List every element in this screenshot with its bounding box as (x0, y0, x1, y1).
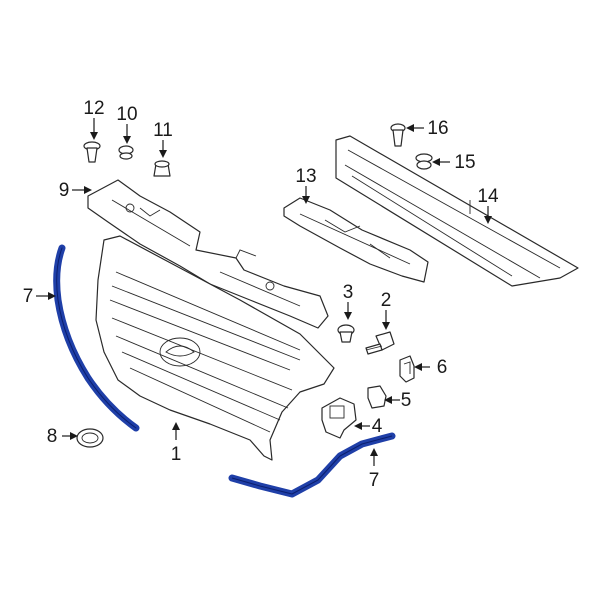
callout-13: 13 (295, 166, 316, 187)
callout-labels: 12 10 11 9 7 8 1 13 16 15 14 3 2 6 5 4 7 (23, 98, 499, 491)
part-7-lower-trim[interactable] (228, 432, 396, 498)
part-8-emblem[interactable] (76, 428, 104, 448)
part-14-upper-panel[interactable] (335, 135, 579, 287)
part-16-push-clip[interactable] (390, 123, 406, 147)
callout-14: 14 (477, 186, 499, 207)
part-5-clip[interactable] (367, 385, 387, 409)
part-9-support-bracket[interactable] (87, 179, 329, 329)
callout-11: 11 (153, 120, 173, 141)
callout-4: 4 (372, 416, 383, 437)
callout-16: 16 (427, 118, 448, 139)
callout-12: 12 (83, 98, 104, 119)
callout-15: 15 (454, 152, 475, 173)
callout-5: 5 (401, 390, 412, 411)
part-4-bracket[interactable] (321, 397, 357, 439)
callout-7-lower: 7 (369, 470, 380, 491)
part-1-grille[interactable] (95, 235, 335, 461)
callout-2: 2 (381, 290, 392, 311)
callout-9: 9 (59, 180, 70, 201)
callout-1: 1 (171, 444, 182, 465)
part-7-left-trim[interactable] (53, 244, 140, 432)
part-15-grommet[interactable] (415, 153, 433, 170)
part-12-push-clip[interactable] (83, 141, 101, 163)
callout-8: 8 (47, 426, 58, 447)
part-13-bracket[interactable] (283, 197, 429, 283)
part-6-clip[interactable] (399, 355, 415, 383)
callout-3: 3 (343, 282, 354, 303)
callout-7-left: 7 (23, 286, 34, 307)
part-10-grommet[interactable] (118, 145, 134, 160)
callout-10: 10 (116, 104, 137, 125)
part-2-bolt[interactable] (365, 331, 395, 355)
part-3-push-clip[interactable] (337, 324, 355, 343)
leader-lines (36, 118, 492, 466)
part-11-clip[interactable] (153, 160, 171, 177)
callout-6: 6 (437, 357, 448, 378)
